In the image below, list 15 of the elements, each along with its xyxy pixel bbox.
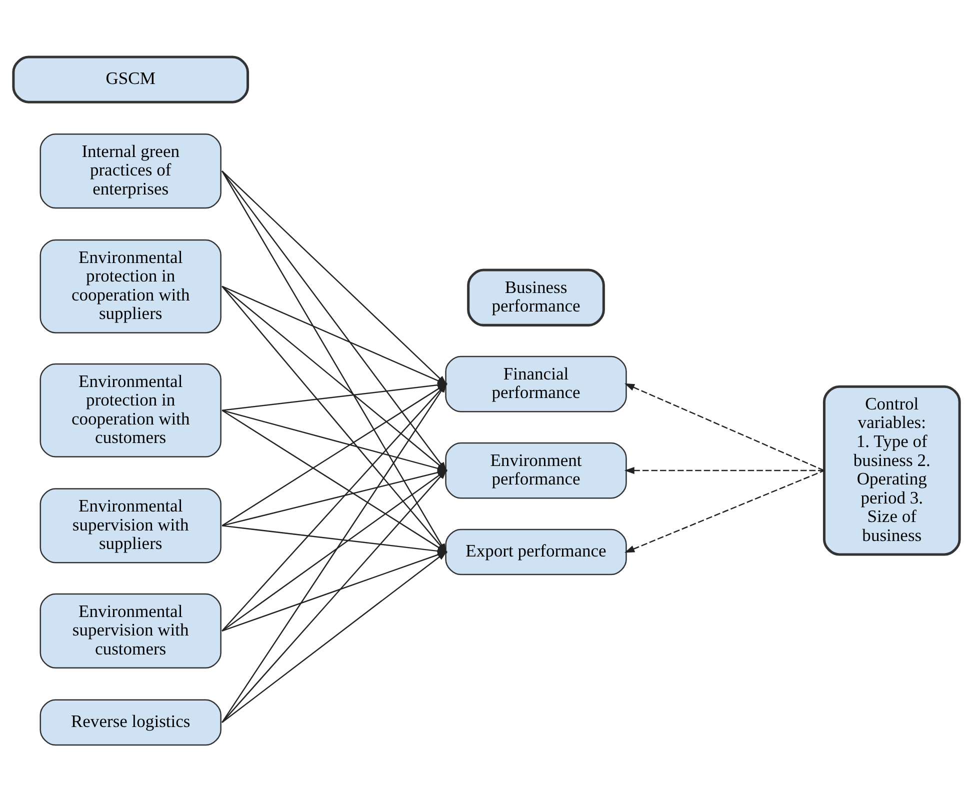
arrow — [624, 470, 824, 553]
node-box: Business performance — [467, 268, 605, 326]
arrow — [624, 383, 824, 472]
arrow — [624, 467, 824, 474]
node-box: Environmental protection in cooperation with customers — [40, 363, 222, 458]
node-box: Export performance — [445, 528, 627, 576]
node-box: Environmental supervision with customers — [40, 593, 222, 669]
node-box: Financial performance — [445, 356, 627, 412]
node-box: Environmental supervision with suppliers — [40, 488, 222, 564]
node-box: Environmental protection in cooperation with suppliers — [40, 239, 222, 334]
node-box: Internal green practices of enterprises — [40, 133, 222, 209]
node-box: Environment performance — [445, 442, 627, 499]
node-box: Reverse logistics — [40, 699, 222, 746]
node-box: Control variables: 1. Type of business 2. Operating period 3. Size of business — [822, 385, 961, 556]
node-box: GSCM — [12, 56, 250, 104]
